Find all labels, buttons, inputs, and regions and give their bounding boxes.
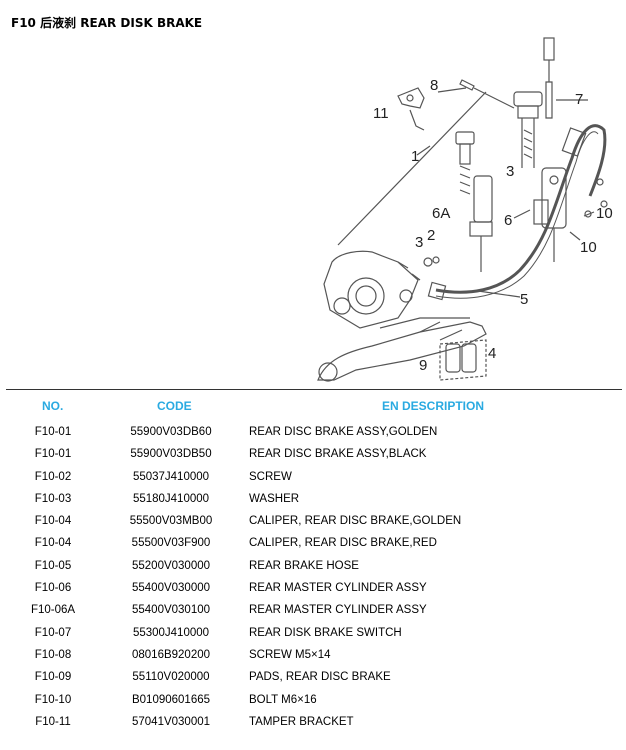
table-row: F10-08 08016B920200 SCREW M5×14 [0, 645, 626, 667]
part-code: 55900V03DB50 [130, 448, 212, 461]
part-description: REAR MASTER CYLINDER ASSY [249, 582, 427, 595]
part-number: F10-06 [34, 582, 72, 595]
callout-number: 6 [504, 212, 512, 229]
table-row: F10-04 55500V03MB00 CALIPER, REAR DISC B… [0, 511, 626, 533]
callout-number: 10 [580, 239, 597, 256]
part-code: 57041V030001 [131, 715, 211, 728]
part-number: F10-03 [34, 492, 72, 505]
part-description: PADS, REAR DISC BRAKE [249, 671, 391, 684]
table-row: F10-11 57041V030001 TAMPER BRACKET [0, 712, 626, 734]
page-title: F10 后液刹 REAR DISK BRAKE [11, 16, 203, 30]
part-number: F10-01 [34, 426, 72, 438]
part-code: 55500V03F900 [131, 537, 211, 550]
table-row: F10-03 55180J410000 WASHER [0, 489, 626, 511]
callout-number: 2 [427, 227, 435, 244]
table-row: F10-01 55900V03DB50 REAR DISC BRAKE ASSY… [0, 444, 626, 466]
parts-table-header: NO. CODE EN DESCRIPTION [0, 399, 626, 415]
part-description: SCREW M5×14 [249, 648, 331, 661]
table-row: F10-06 55400V030000 REAR MASTER CYLINDER… [0, 578, 626, 600]
frame-line [337, 91, 487, 246]
table-row: F10-09 55110V020000 PADS, REAR DISC BRAK… [0, 667, 626, 689]
table-row: F10-10 B01090601665 BOLT M6×16 [0, 690, 626, 712]
callout-number: 10 [596, 205, 613, 222]
callout-number: 4 [488, 345, 496, 362]
part-number: F10-04 [34, 515, 72, 528]
table-row: F10-01 55900V03DB60 REAR DISC BRAKE ASSY… [0, 422, 626, 444]
callout-number: 8 [430, 77, 438, 94]
column-header-code: CODE [157, 399, 192, 413]
table-row: F10-06A 55400V030100 REAR MASTER CYLINDE… [0, 600, 626, 622]
part-number: F10-11 [35, 715, 71, 728]
part-code: 08016B920200 [131, 648, 211, 661]
part-code: 55037J410000 [132, 470, 210, 483]
callout-number: 11 [373, 105, 389, 122]
part-code: 55400V030000 [131, 582, 211, 595]
column-header-no: NO. [42, 399, 64, 413]
part-number: F10-08 [34, 648, 72, 661]
part-number: F10-07 [34, 626, 72, 639]
column-header-description: EN DESCRIPTION [382, 399, 485, 413]
part-description: REAR BRAKE HOSE [249, 559, 359, 572]
table-row: F10-05 55200V030000 REAR BRAKE HOSE [0, 556, 626, 578]
part-description: WASHER [249, 492, 300, 505]
part-code: B01090601665 [131, 693, 211, 706]
part-number: F10-06A [30, 604, 76, 617]
callout-number: 5 [520, 291, 528, 308]
part-number: F10-09 [34, 671, 72, 684]
parts-table: F10-01 55900V03DB60 REAR DISC BRAKE ASSY… [0, 422, 626, 734]
part-code: 55500V03MB00 [129, 515, 213, 528]
callout-number: 6A [432, 205, 450, 222]
table-divider [6, 389, 622, 390]
part-description: CALIPER, REAR DISC BRAKE,GOLDEN [249, 515, 462, 528]
part-description: REAR DISC BRAKE ASSY,GOLDEN [249, 426, 438, 438]
part-description: REAR DISC BRAKE ASSY,BLACK [249, 448, 427, 461]
part-description: SCREW [249, 470, 292, 483]
part-number: F10-02 [34, 470, 72, 483]
part-description: BOLT M6×16 [249, 693, 317, 706]
part-code: 55300J410000 [132, 626, 210, 639]
part-number: F10-01 [34, 448, 72, 461]
part-code: 55200V030000 [131, 559, 211, 572]
callout-number: 3 [415, 234, 423, 251]
exploded-parts-diagram: 8 11 7 1 3 6A 6 10 3 2 10 5 4 9 [317, 37, 613, 382]
part-code: 55900V03DB60 [130, 426, 212, 438]
part-description: TAMPER BRACKET [249, 715, 354, 728]
table-row: F10-07 55300J410000 REAR DISK BRAKE SWIT… [0, 623, 626, 645]
callout-number: 7 [575, 91, 583, 108]
part-code: 55180J410000 [132, 492, 210, 505]
part-number: F10-05 [34, 559, 72, 572]
callout-number: 9 [419, 357, 427, 374]
part-description: REAR MASTER CYLINDER ASSY [249, 604, 427, 617]
callout-number: 3 [506, 163, 514, 180]
part-code: 55110V020000 [132, 671, 210, 684]
part-number: F10-04 [34, 537, 72, 550]
part-code: 55400V030100 [131, 604, 211, 617]
part-description: CALIPER, REAR DISC BRAKE,RED [249, 537, 437, 550]
table-row: F10-02 55037J410000 SCREW [0, 467, 626, 489]
part-number: F10-10 [34, 693, 72, 706]
callout-number: 1 [411, 148, 419, 165]
table-row: F10-04 55500V03F900 CALIPER, REAR DISC B… [0, 533, 626, 555]
part-description: REAR DISK BRAKE SWITCH [249, 626, 402, 639]
